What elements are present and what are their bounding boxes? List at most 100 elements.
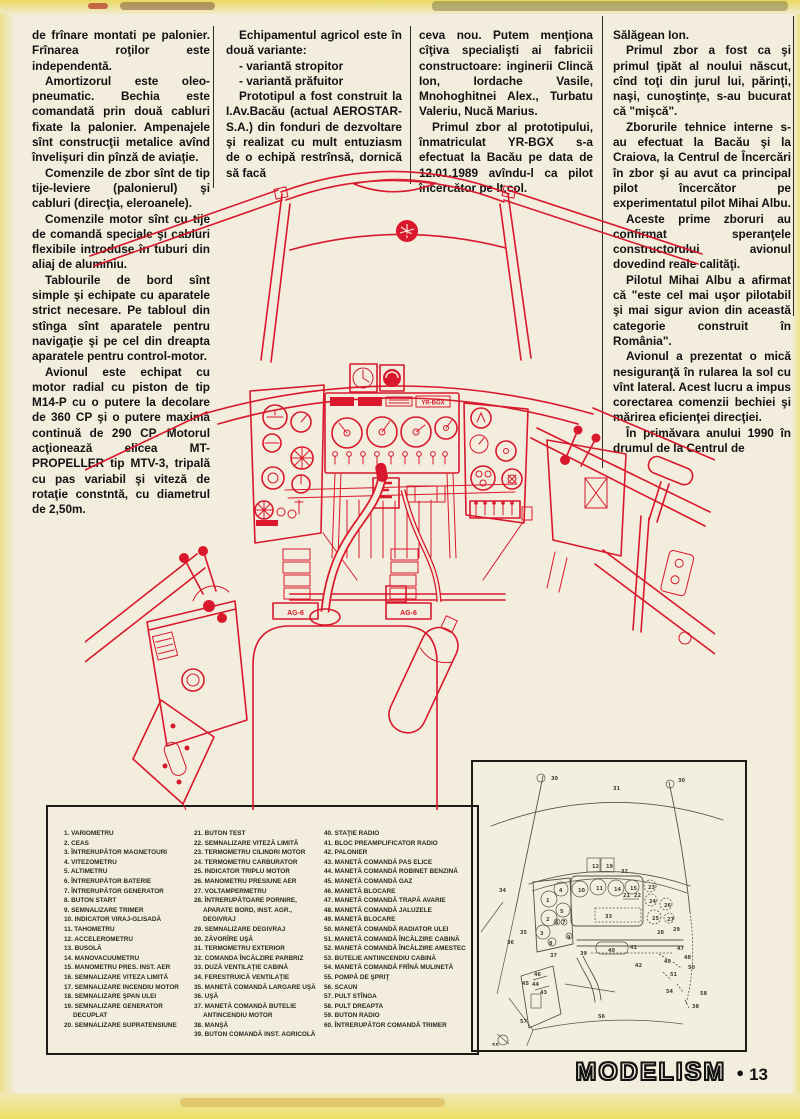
sketch-callout-35: 35 <box>520 930 527 936</box>
legend-item: 26. MANOMETRU PRESIUNE AER <box>194 877 297 885</box>
right-panel <box>463 402 529 524</box>
text-column-2: Echipamentul agricol este în două varian… <box>226 28 402 181</box>
legend-item: 55. POMPĂ DE ŞPRIŢ <box>324 973 390 981</box>
legend-item: 29. SEMNALIZARE DEGIVRAJ <box>194 925 286 933</box>
paragraph: Pilotul Mihai Albu a afirmat că "este ce… <box>613 272 791 348</box>
sketch-callout-28: 28 <box>657 930 664 936</box>
legend-item: 60. ÎNTRERUPĂTOR COMANDĂ TRIMER <box>324 1021 447 1029</box>
paragraph: Avionul a prezentat o mică nesiguranţă î… <box>613 349 791 425</box>
legend-item: 16. SEMNALIZARE VITEZA LIMITĂ <box>64 973 169 981</box>
sketch-callout-6: 6 <box>555 920 559 926</box>
sketch-callout-48: 48 <box>684 955 691 961</box>
right-pedal-label: AG-6 <box>400 610 417 617</box>
legend-item: 38. MANŞĂ <box>194 1021 229 1029</box>
legend-item: 33. DUZĂ VENTILAŢIE CABINĂ <box>194 964 289 972</box>
right-pedal-plate <box>385 602 432 620</box>
sketch-callout-54: 54 <box>666 989 673 995</box>
legend-item: 44. MANETĂ COMANDĂ ROBINET BENZINĂ <box>324 868 458 876</box>
scan-smudge <box>432 1 788 11</box>
sketch-callout-25: 25 <box>652 916 659 922</box>
paragraph: Comenzile motor sînt cu tije de comandă … <box>32 211 210 272</box>
legend-item: 48. MANETĂ COMANDĂ JALUZELE <box>324 906 432 914</box>
page-footer: MODELISM●13 <box>388 1057 768 1087</box>
legend-item: 57. PULT STÎNGA <box>324 993 377 1001</box>
legend-item: 50. MANETĂ COMANDĂ RADIATOR ULEI <box>324 925 449 933</box>
legend-item: 7. ÎNTRERUPĂTOR GENERATOR <box>64 887 164 895</box>
left-console <box>146 600 248 747</box>
sketch-callout-46: 46 <box>534 972 541 978</box>
sketch-callout-30: 30 <box>551 776 558 782</box>
legend-item: 43. MANETĂ COMANDĂ PAS ELICE <box>324 858 433 866</box>
legend-item: 24. TERMOMETRU CARBURATOR <box>194 858 298 866</box>
paragraph: ceva nou. Putem menţiona cîţiva speciali… <box>419 28 593 119</box>
column-rule <box>213 26 214 188</box>
scan-edge-bottom <box>0 1093 800 1119</box>
bullet-icon: ● <box>736 1065 745 1080</box>
left-pedal-plate <box>272 602 319 620</box>
sketch-callout-26: 26 <box>664 903 671 909</box>
legend-item: 18. SEMNALIZARE ŞPAN ULEI <box>64 993 157 1001</box>
scan-edge-top <box>0 0 800 14</box>
sketch-callout-41: 41 <box>630 945 637 951</box>
registration-placard <box>415 395 451 408</box>
paragraph: de frînare montati pe palonier. Frînarea… <box>32 28 210 73</box>
legend-item: 8. BUTON START <box>64 897 117 905</box>
sketch-callout-7: 7 <box>562 920 566 926</box>
legend-item: 51. MANETĂ COMANDĂ ÎNCĂLZIRE CABINĂ <box>324 935 460 943</box>
legend-item: 4. VITEZOMETRU <box>64 858 117 866</box>
legend-item: 19. SEMNALIZARE GENERATOR DECUPLAT <box>64 1002 163 1020</box>
sketch-callout-58: 58 <box>700 991 707 997</box>
legend-item: 9. SEMNALIZARE TRIMER <box>64 906 144 914</box>
legend-item: 35. MANETĂ COMANDĂ LARGARE UŞĂ <box>194 983 316 991</box>
sketch-callout-9: 9 <box>567 935 571 941</box>
legend-item: 21. BUTON TEST <box>194 830 246 837</box>
legend-item: 25. INDICATOR TRIPLU MOTOR <box>194 868 290 876</box>
sketch-callout-45: 45 <box>522 981 529 987</box>
sketch-callout-44: 44 <box>532 982 539 988</box>
sketch-callout-30: 30 <box>678 778 685 784</box>
magazine-title: MODELISM <box>575 1057 727 1087</box>
paragraph: Prototipul a fost construit la I.Av.Bacă… <box>226 89 402 180</box>
legend-item: 10. INDICATOR VIRAJ-GLISADĂ <box>64 916 162 924</box>
sketch-callout-56: 56 <box>598 1014 605 1020</box>
text-column-3: ceva nou. Putem menţiona cîţiva speciali… <box>419 28 593 196</box>
paragraph: În primăvara anului 1990 în drumul de la… <box>613 425 791 456</box>
paragraph: Avionul este echipat cu motor radial cu … <box>32 364 210 517</box>
legend-item: 34. FERESTRUICĂ VENTILAŢIE <box>194 973 290 981</box>
sketch-callout-33: 33 <box>605 914 612 920</box>
legend-item: 54. MANETĂ COMANDĂ FRÎNĂ MULINETĂ <box>324 964 454 972</box>
paragraph: Zborurile tehnice interne s-au efectuat … <box>613 119 791 211</box>
paragraph: Echipamentul agricol este în două varian… <box>226 28 402 58</box>
sketch-callout-12: 12 <box>592 864 599 870</box>
sketch-callout-37: 37 <box>550 953 557 959</box>
paragraph: Aceste prime zboruri au confirmat speran… <box>613 211 791 272</box>
scan-smudge <box>120 2 215 10</box>
sketch-callout-27: 27 <box>667 917 674 923</box>
sketch-callout-38: 38 <box>692 1004 699 1010</box>
sketch-callout-11: 11 <box>596 886 603 892</box>
legend-item: 20. SEMNALIZARE SUPRATENSIUNE <box>64 1021 177 1029</box>
sketch-callout-42: 42 <box>635 963 642 969</box>
legend-item: 1. VARIOMETRU <box>64 830 114 837</box>
legend-item: 13. BUSOLĂ <box>64 945 102 953</box>
sketch-callout-22: 22 <box>634 893 641 899</box>
legend-item: 36. UŞĂ <box>194 993 219 1001</box>
sketch-callout-36: 36 <box>507 940 514 946</box>
sketch-callout-40: 40 <box>608 948 615 954</box>
legend-item: 14. MANOVACUUMETRU <box>64 954 140 962</box>
sketch-callout-23: 23 <box>648 885 655 891</box>
legend-item: 37. MANETĂ COMANDĂ BUTELIE ANTINCENDIU M… <box>194 1002 297 1020</box>
legend-item: 28. ÎNTRERUPĂTOARE PORNIRE, APARATE BORD… <box>194 897 297 924</box>
floor-plate <box>132 699 215 805</box>
legend-item: 58. PULT DREAPTA <box>324 1002 384 1010</box>
text-column-1: de frînare montati pe palonier. Frînarea… <box>32 28 210 518</box>
legend-item: 32. COMANDA ÎNCĂLZIRE PARBRIZ <box>194 954 304 962</box>
sketch-callout-14: 14 <box>614 887 621 893</box>
